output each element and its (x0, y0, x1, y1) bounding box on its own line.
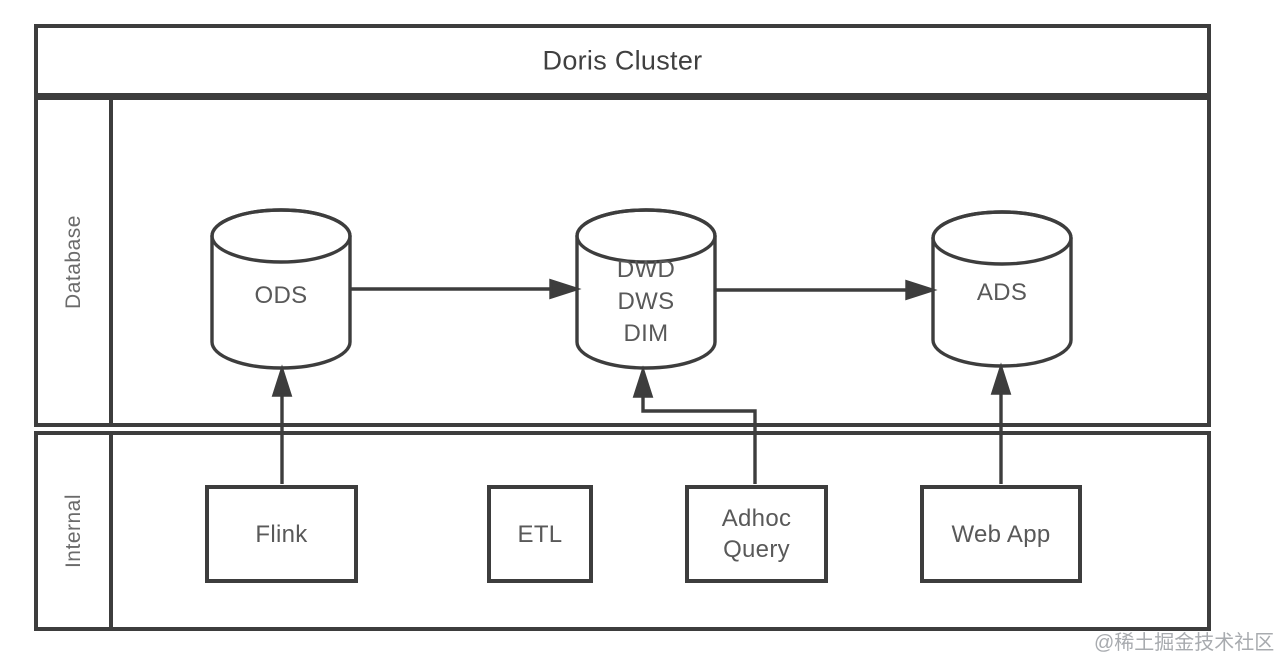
arrow-flink-to-ods (271, 364, 293, 484)
query-line: Query (723, 536, 790, 563)
ods-label: ODS (254, 282, 308, 309)
ods-cylinder (210, 208, 352, 370)
arrow-adhoc-to-dwd (632, 365, 757, 484)
arrow-dwd-to-ads (716, 279, 938, 301)
web-app-label: Web App (951, 520, 1051, 548)
flink-label: Flink (255, 520, 308, 548)
etl-label: ETL (517, 520, 563, 548)
juejin-watermark: @稀土掘金技术社区 (1094, 632, 1275, 654)
arrow-ods-to-dwd (351, 278, 582, 300)
diagram-title: Doris Cluster (542, 45, 703, 75)
web-app-node: Web App (920, 485, 1082, 583)
etl-node: ETL (487, 485, 593, 583)
dws-line: DWS (617, 288, 675, 315)
dwd-dws-dim-label: DWD DWS DIM (576, 254, 716, 350)
title-band: Doris Cluster (34, 24, 1211, 97)
dwd-line: DWD (616, 256, 676, 283)
dim-line: DIM (623, 320, 669, 347)
arrow-webapp-to-ads (990, 362, 1012, 484)
ads-label: ADS (976, 279, 1028, 306)
flink-node: Flink (205, 485, 358, 583)
database-band-label-column: Database (38, 100, 113, 423)
dwd-dws-dim-cylinder (575, 208, 717, 370)
ads-cylinder (931, 210, 1073, 368)
internal-band-label-column: Internal (38, 435, 113, 627)
adhoc-line: Adhoc (721, 505, 792, 532)
adhoc-query-label: Adhoc Query (722, 503, 792, 565)
adhoc-query-node: Adhoc Query (685, 485, 828, 583)
